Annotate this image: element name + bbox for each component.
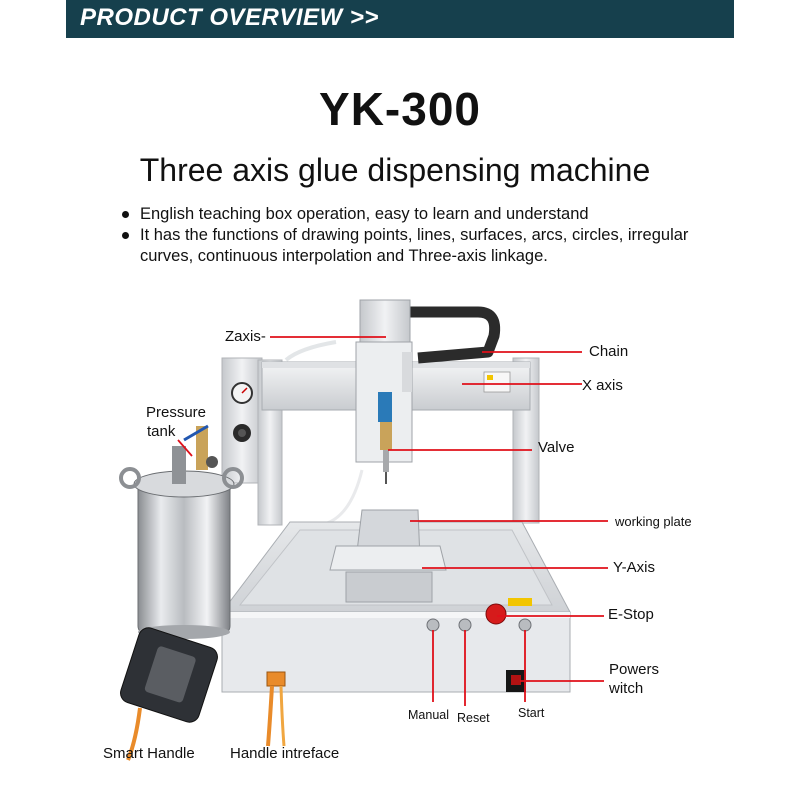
label-valve: Valve	[538, 439, 575, 456]
reset-button-icon	[458, 618, 472, 632]
label-handle-interface: Handle intreface	[230, 745, 340, 762]
label-manual: Manual	[408, 708, 449, 722]
estop-button-icon	[485, 598, 532, 625]
label-reset: Reset	[457, 711, 490, 725]
label-estop: E-Stop	[608, 606, 654, 623]
label-xaxis: X axis	[582, 377, 623, 394]
label-smart-handle: Smart Handle	[103, 745, 195, 762]
label-power-switch: Powers	[609, 661, 660, 678]
label-power-switch-2: witch	[609, 680, 644, 697]
feature-list: English teaching box operation, easy to …	[118, 204, 718, 267]
label-working-plate: working plate	[615, 514, 692, 529]
regulator-knob-icon	[233, 424, 251, 442]
label-pressure-tank: Pressure	[146, 404, 207, 421]
smart-handle-pendant	[120, 627, 218, 761]
power-switch-icon	[506, 670, 526, 692]
header-banner: PRODUCT OVERVIEW >>	[66, 0, 734, 38]
start-button-icon	[518, 618, 532, 632]
cable-chain	[410, 306, 501, 364]
banner-title: PRODUCT OVERVIEW >>	[80, 4, 379, 31]
product-model: YK-300	[319, 83, 481, 135]
pressure-tank-pointer	[177, 439, 193, 457]
feature-item: English teaching box operation, easy to …	[118, 204, 718, 225]
manual-button-icon	[426, 618, 440, 632]
air-tube	[319, 469, 364, 527]
label-pressure-tank-2: tank	[147, 423, 176, 440]
pressure-tank	[119, 424, 244, 639]
handle-interface-connector	[266, 671, 286, 747]
label-chain: Chain	[589, 343, 629, 360]
pointer-lines	[177, 336, 608, 706]
label-start: Start	[518, 706, 545, 720]
feature-item: It has the functions of drawing points, …	[118, 225, 718, 267]
air-tube	[284, 340, 337, 362]
label-zaxis: Zaxis-	[225, 328, 266, 345]
working-plate	[329, 509, 447, 603]
label-yaxis: Y-Axis	[613, 559, 655, 576]
dispensing-valve	[378, 392, 392, 484]
product-subtitle: Three axis glue dispensing machine	[139, 152, 651, 188]
pressure-gauge-icon	[231, 382, 253, 404]
